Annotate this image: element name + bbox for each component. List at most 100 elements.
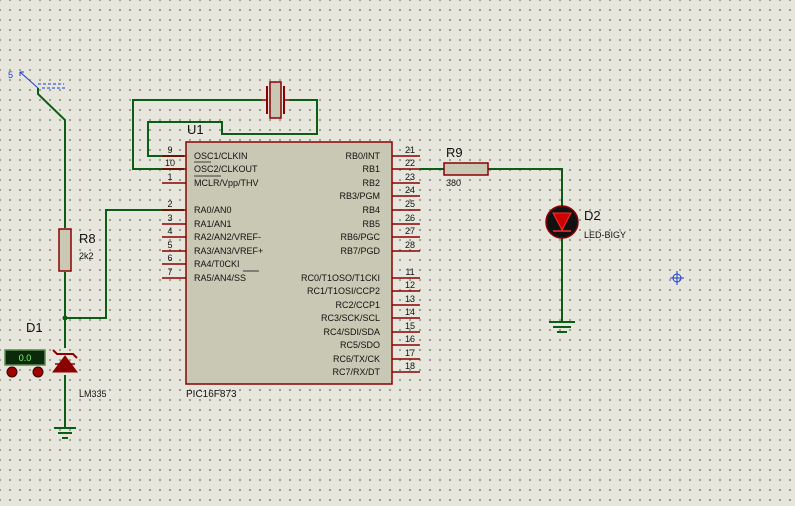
pin-number: 5	[167, 240, 172, 250]
pin-number: 12	[405, 280, 415, 290]
readout-box	[4, 349, 46, 366]
pin-number: 3	[167, 213, 172, 223]
pin-number: 15	[405, 321, 415, 331]
sensor-d1[interactable]: D1 LM335	[26, 320, 107, 399]
pin-name: RC2/CCP1	[335, 300, 380, 310]
pin-number: 21	[405, 145, 415, 155]
resistor-r8[interactable]: R8 2k2	[58, 228, 96, 272]
ground-d2[interactable]	[549, 321, 575, 333]
mcu-left-pins: 9OSC1/CLKIN10OSC2/CLKOUT1MCLR/Vpp/THV2RA…	[162, 145, 263, 283]
pin-name: RA3/AN3/VREF+	[194, 246, 263, 256]
pin-number: 11	[405, 267, 414, 277]
pin-number: 18	[405, 361, 415, 371]
pin-number: 9	[167, 145, 172, 155]
power-terminal[interactable]: 5	[8, 70, 66, 89]
crystal-body	[269, 81, 282, 119]
pin-number: 7	[167, 267, 172, 277]
pin-number: 16	[405, 334, 415, 344]
d2-ref: D2	[584, 208, 601, 223]
increase-temp-button[interactable]	[32, 366, 44, 378]
wire-node-ra0[interactable]	[65, 209, 184, 319]
power-arrow	[19, 71, 39, 89]
mcu-u1[interactable]: U1 PIC16F873 9OSC1/CLKIN10OSC2/CLKOUT1MC…	[162, 122, 420, 400]
pin-name: OSC1/CLKIN	[194, 151, 248, 161]
wires	[37, 88, 563, 428]
mcu-part: PIC16F873	[186, 389, 237, 400]
resistor-r9[interactable]: R9 380	[443, 145, 489, 188]
pin-name: RC5/SDO	[340, 340, 380, 350]
pin-number: 2	[167, 199, 172, 209]
pin-name: RB4	[362, 205, 380, 215]
pin-name: RC0/T1OSO/T1CKI	[301, 273, 380, 283]
pin-name: RB3/PGM	[339, 191, 380, 201]
wire-osc2-crystal[interactable]	[132, 99, 262, 170]
wire-osc1-crystal[interactable]	[147, 99, 318, 157]
pin-name: RB5	[362, 219, 380, 229]
wire-power-r8[interactable]	[37, 88, 66, 228]
pin-number: 17	[405, 348, 415, 358]
pin-number: 27	[405, 226, 415, 236]
pin-name: RA5/AN4/SS	[194, 273, 246, 283]
pin-name: RC6/TX/CK	[333, 354, 380, 364]
wire-r9-d2[interactable]	[488, 168, 563, 206]
pin-number: 14	[405, 307, 415, 317]
pin-name: OSC2/CLKOUT	[194, 164, 258, 174]
pin-name: RC7/RX/DT	[332, 367, 380, 377]
pin-name: RC3/SCK/SCL	[321, 313, 380, 323]
led-d2[interactable]: D2 LED-BIGY	[545, 205, 626, 240]
pin-name: RA2/AN2/VREF-	[194, 232, 261, 242]
pin-number: 10	[165, 158, 175, 168]
pin-name: RB2	[362, 178, 380, 188]
pin-number: 25	[405, 199, 415, 209]
pin-number: 23	[405, 172, 415, 182]
pin-name: RA1/AN1	[194, 219, 232, 229]
pin-number: 22	[405, 158, 415, 168]
pin-name: RB7/PGD	[340, 246, 380, 256]
crystal[interactable]	[262, 81, 289, 119]
pin-name: RA4/T0CKI	[194, 259, 240, 269]
pin-name: RB6/PGC	[340, 232, 380, 242]
pin-number: 26	[405, 213, 415, 223]
mcu-body	[185, 141, 393, 385]
pin-name: RB1	[362, 164, 380, 174]
d2-part: LED-BIGY	[584, 230, 626, 240]
pin-number: 4	[167, 226, 172, 236]
junction-dot	[62, 315, 68, 321]
mcu-right-pins: 21RB0/INT22RB123RB224RB3/PGM25RB426RB527…	[301, 145, 420, 377]
mcu-ref: U1	[187, 122, 204, 137]
r9-body	[443, 162, 489, 176]
ground-d1[interactable]	[54, 427, 76, 439]
decrease-temp-button[interactable]	[6, 366, 18, 378]
led-symbol	[552, 212, 572, 232]
crosshair-icon	[670, 271, 684, 285]
r9-value: 380	[446, 178, 461, 188]
temperature-readout[interactable]: 0.0	[4, 349, 46, 378]
